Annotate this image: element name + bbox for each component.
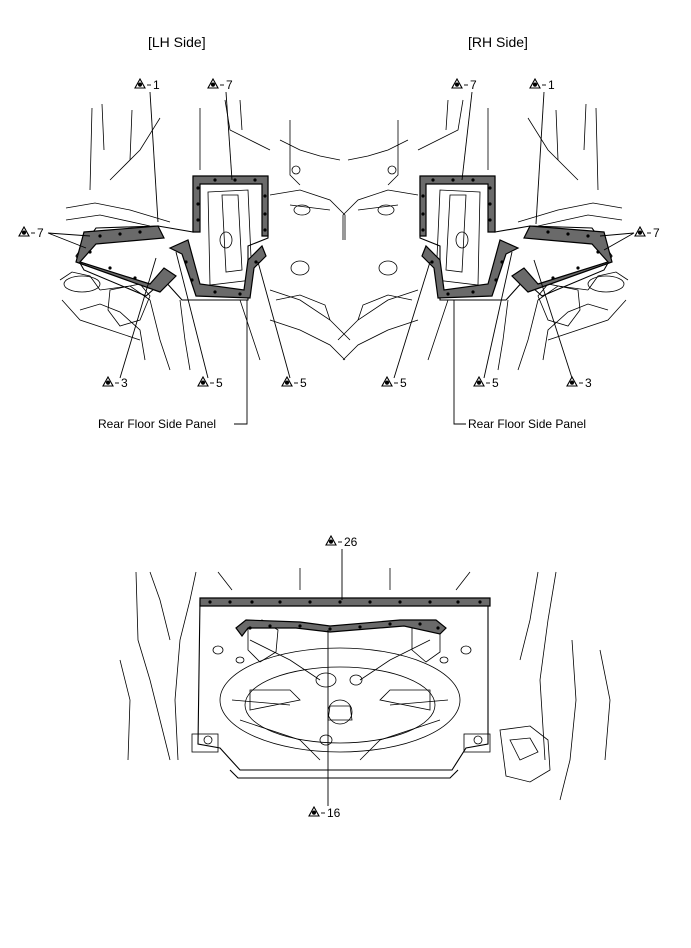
- callout-lh-3: 3: [102, 257, 157, 390]
- callout-lh-3-number: 3: [121, 376, 128, 390]
- callout-bottom-16-number: 16: [327, 806, 341, 820]
- lh-side-header: [LH Side]: [148, 34, 206, 50]
- callout-rh-3-number: 3: [585, 376, 592, 390]
- callout-lh-1: 1: [134, 78, 160, 223]
- callout-rh-5-b: 5: [473, 251, 513, 390]
- callout-rh-5-a: 5: [381, 261, 431, 390]
- rh-panel-label-group: Rear Floor Side Panel: [453, 300, 586, 431]
- callout-lh-7-left-number: 7: [37, 226, 44, 240]
- rh-rear-floor-side-panel-label: Rear Floor Side Panel: [468, 417, 586, 431]
- lh-rear-floor-side-panel-label: Rear Floor Side Panel: [98, 417, 216, 431]
- lh-panel-label-group: Rear Floor Side Panel: [98, 300, 248, 431]
- lh-sealer-beads: [75, 175, 269, 299]
- callout-rh-7-top-number: 7: [470, 78, 477, 92]
- callout-lh-5-b-number: 5: [300, 376, 307, 390]
- rh-side-header: [RH Side]: [468, 34, 528, 50]
- callout-rh-5-a-number: 5: [400, 376, 407, 390]
- callout-rh-5-b-number: 5: [492, 376, 499, 390]
- callout-rh-7-right-number: 7: [653, 226, 660, 240]
- callout-lh-7-top: 7: [207, 78, 233, 181]
- rear-floor-sealer-beads: [199, 597, 491, 637]
- callout-rh-1: 1: [529, 78, 555, 225]
- callout-rh-7-right: 7: [599, 226, 660, 251]
- callout-lh-1-number: 1: [153, 78, 160, 92]
- callout-bottom-26: 26: [325, 535, 358, 600]
- callout-bottom-16: 16: [308, 630, 341, 820]
- rear-floor-drawing: [119, 568, 611, 801]
- callout-lh-7-top-number: 7: [226, 78, 233, 92]
- callout-bottom-26-number: 26: [344, 535, 358, 549]
- rh-sealer-beads: [419, 175, 613, 299]
- callout-lh-5-b: 5: [257, 261, 307, 390]
- rh-sealer-dots: [421, 178, 600, 296]
- callout-rh-3: 3: [533, 259, 592, 390]
- lh-sealer-dots: [88, 178, 267, 296]
- callout-lh-5-a: 5: [175, 251, 223, 390]
- rear-floor-sealer-dots: [208, 600, 482, 631]
- callout-lh-7-left: 7: [18, 226, 91, 249]
- callout-lh-5-a-number: 5: [216, 376, 223, 390]
- callout-rh-1-number: 1: [548, 78, 555, 92]
- callout-rh-7-top: 7: [451, 78, 477, 181]
